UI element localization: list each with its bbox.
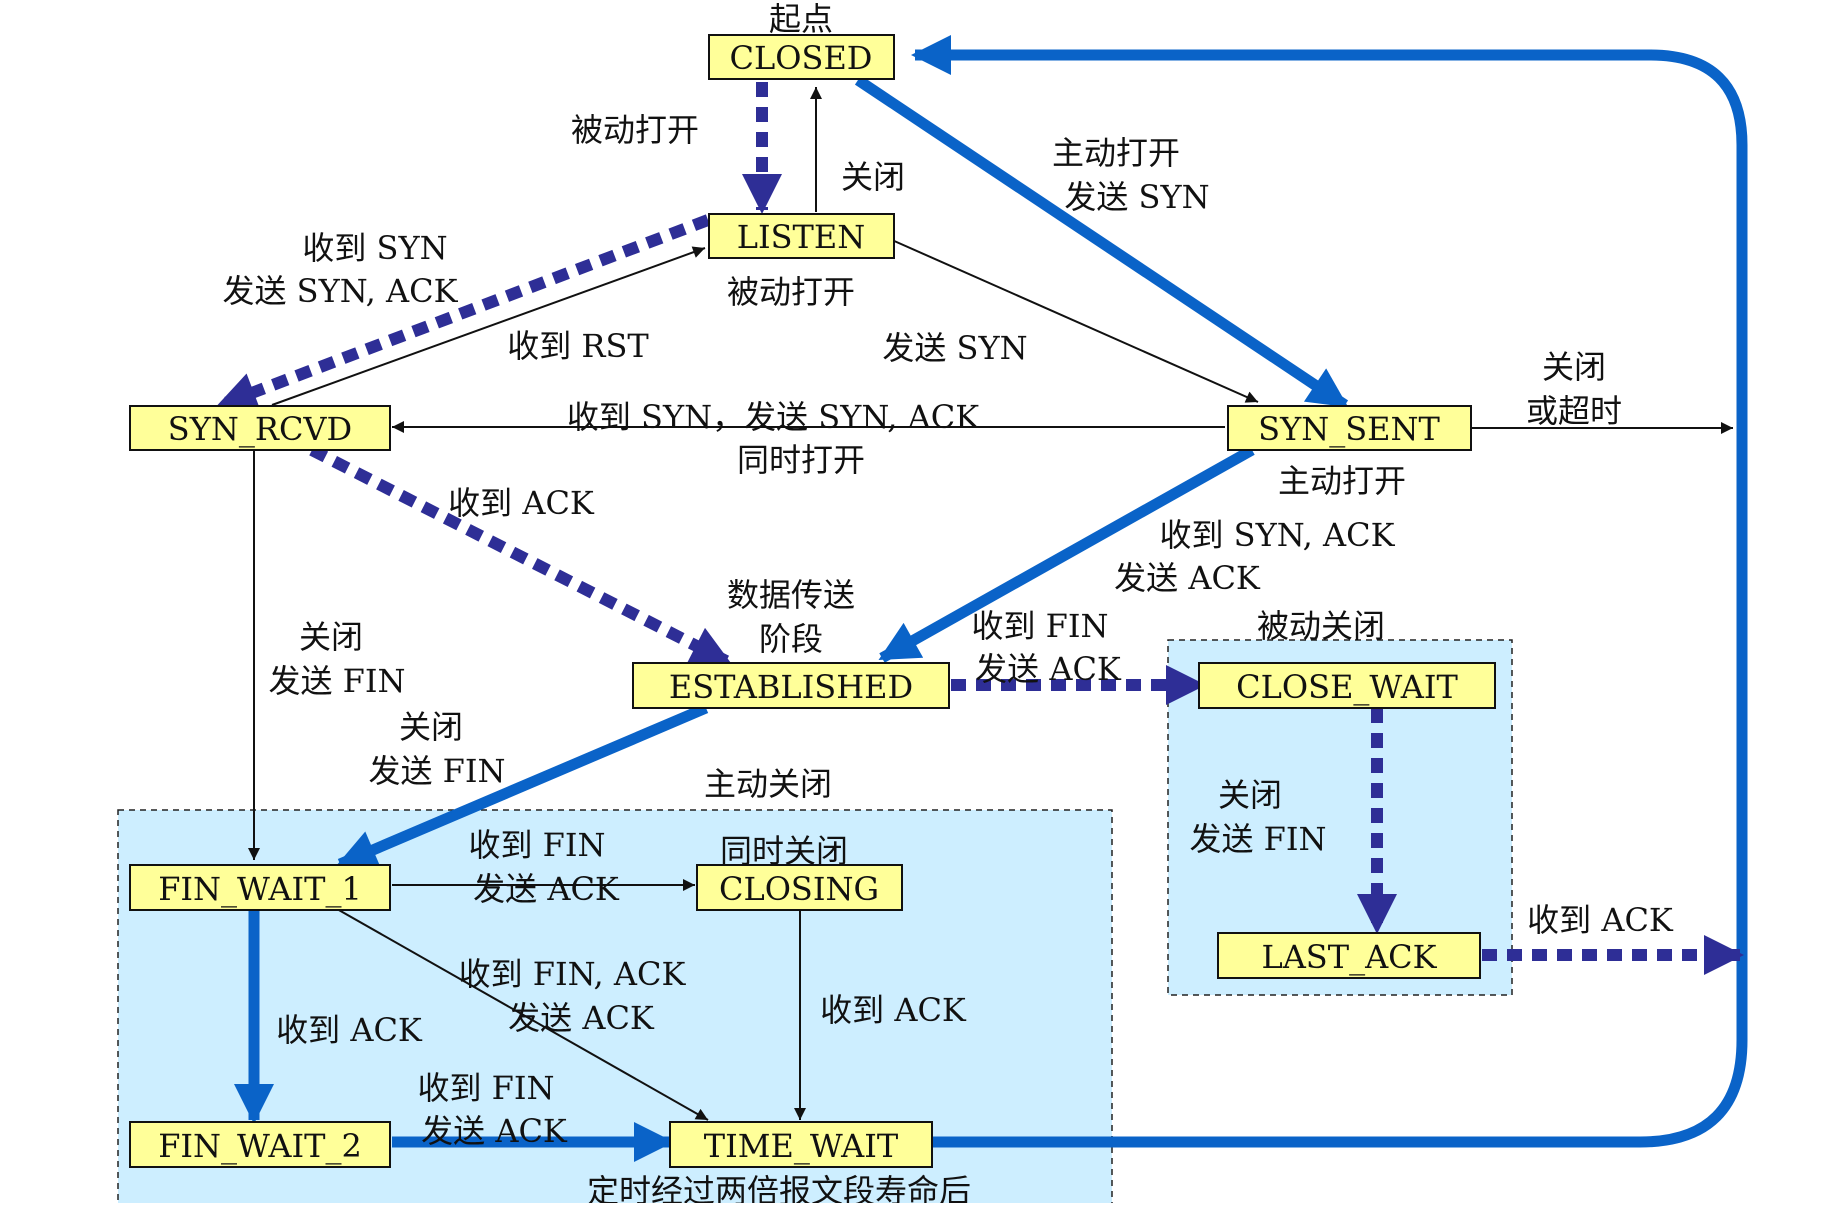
state-fin-wait-2-label: FIN_WAIT_2 <box>158 1127 362 1165</box>
label-rcvd-close-2: 发送 FIN <box>268 662 405 700</box>
label-active-open-1: 主动打开 <box>1052 134 1180 172</box>
label-synack-1: 收到 SYN, ACK <box>1159 516 1395 554</box>
syn-rcvd-to-established-arrow <box>309 444 732 668</box>
label-recv-fin-2: 发送 ACK <box>975 650 1122 688</box>
label-cw-close-2: 发送 FIN <box>1189 820 1326 858</box>
label-fw2-fin-2: 发送 ACK <box>421 1112 568 1150</box>
state-last-ack-label: LAST_ACK <box>1261 938 1437 976</box>
label-active-open-2: 发送 SYN <box>1064 178 1209 216</box>
label-close-timeout-1: 关闭 <box>1542 348 1606 386</box>
syn-rcvd-to-listen-arrow <box>271 246 706 406</box>
label-fw1-fin-1: 收到 FIN <box>468 826 605 864</box>
syn-sent-to-established-arrow <box>878 445 1255 663</box>
label-fw1-recv-ack: 收到 ACK <box>276 1011 423 1049</box>
label-active-close: 主动关闭 <box>704 765 832 803</box>
label-closing-recv-ack: 收到 ACK <box>820 991 967 1029</box>
label-simul-close: 同时关闭 <box>720 832 848 870</box>
label-fw2-fin-1: 收到 FIN <box>417 1069 554 1107</box>
state-close-wait-label: CLOSE_WAIT <box>1236 668 1458 706</box>
state-established-label: ESTABLISHED <box>669 668 913 706</box>
state-syn-rcvd: SYN_RCVD <box>129 405 391 451</box>
label-est-close-2: 发送 FIN <box>368 752 505 790</box>
label-recv-syn-2: 发送 SYN, ACK <box>222 272 458 310</box>
state-closing: CLOSING <box>696 864 903 911</box>
label-passive-open-top: 被动打开 <box>571 111 699 149</box>
label-simul-open-1: 收到 SYN，发送 SYN, ACK <box>567 398 980 436</box>
state-listen: LISTEN <box>708 213 895 259</box>
time-wait-to-closed-arrow <box>911 35 1748 1148</box>
label-recv-syn-1: 收到 SYN <box>302 229 447 267</box>
label-data-2: 阶段 <box>759 620 823 658</box>
label-data-1: 数据传送 <box>727 576 855 614</box>
label-recv-rst: 收到 RST <box>507 327 649 365</box>
label-finack-2: 发送 ACK <box>508 999 655 1037</box>
state-time-wait: TIME_WAIT <box>669 1121 933 1168</box>
established-to-fin-wait-1-arrow <box>336 702 709 870</box>
label-timeout: 定时经过两倍报文段寿命后 <box>587 1172 971 1203</box>
label-recv-fin-1: 收到 FIN <box>971 607 1108 645</box>
label-fw1-fin-2: 发送 ACK <box>473 870 620 908</box>
label-recv-ack-est: 收到 ACK <box>448 484 595 522</box>
state-closed-label: CLOSED <box>730 39 873 77</box>
label-start: 起点 <box>769 0 833 38</box>
label-synack-2: 发送 ACK <box>1114 559 1261 597</box>
state-listen-label: LISTEN <box>737 218 866 256</box>
closed-to-syn-sent-arrow <box>854 75 1349 410</box>
label-send-syn: 发送 SYN <box>882 329 1027 367</box>
label-passive-open-below: 被动打开 <box>727 273 855 311</box>
state-closing-label: CLOSING <box>719 870 879 908</box>
state-syn-rcvd-label: SYN_RCVD <box>168 410 352 448</box>
state-established: ESTABLISHED <box>632 662 950 709</box>
fin-wait-1-to-time-wait-arrow <box>329 904 709 1121</box>
state-syn-sent: SYN_SENT <box>1227 405 1472 451</box>
label-active-open: 主动打开 <box>1278 462 1406 500</box>
state-fin-wait-2: FIN_WAIT_2 <box>129 1121 391 1168</box>
state-close-wait: CLOSE_WAIT <box>1198 662 1496 709</box>
label-cw-close-1: 关闭 <box>1218 776 1282 814</box>
label-close-timeout-2: 或超时 <box>1526 392 1622 430</box>
label-simul-open-2: 同时打开 <box>737 441 865 479</box>
state-syn-sent-label: SYN_SENT <box>1258 410 1440 448</box>
state-fin-wait-1-label: FIN_WAIT_1 <box>158 870 362 908</box>
label-last-recv-ack: 收到 ACK <box>1527 901 1674 939</box>
label-passive-close: 被动关闭 <box>1257 607 1385 645</box>
listen-to-syn-rcvd-arrow <box>216 214 711 411</box>
state-last-ack: LAST_ACK <box>1217 932 1481 979</box>
listen-to-syn-sent-arrow <box>891 239 1259 403</box>
label-rcvd-close-1: 关闭 <box>299 618 363 656</box>
label-finack-1: 收到 FIN, ACK <box>459 955 687 993</box>
label-est-close-1: 关闭 <box>399 708 463 746</box>
state-closed: CLOSED <box>708 34 895 80</box>
state-time-wait-label: TIME_WAIT <box>704 1127 899 1165</box>
label-close-listen: 关闭 <box>841 158 905 196</box>
state-fin-wait-1: FIN_WAIT_1 <box>129 864 391 911</box>
